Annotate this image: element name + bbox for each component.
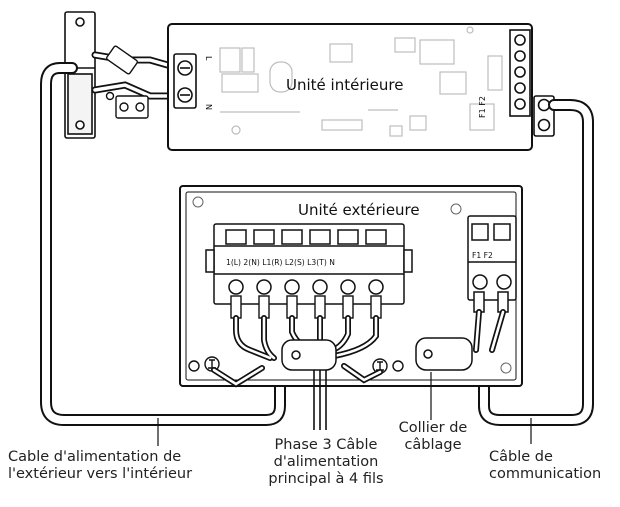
ground-screw-right <box>372 358 404 374</box>
indoor-breaker-wires <box>91 51 182 100</box>
outdoor-unit-title: Unité extérieure <box>298 201 420 219</box>
outdoor-unit-panel: Unité extérieure 1(L) 2(N) L1(R) L2( <box>179 185 523 388</box>
indoor-terminal-block <box>173 53 197 109</box>
indoor-breaker <box>64 11 96 139</box>
cable-clamp-callout: Collier de câblage <box>398 420 468 453</box>
ground-wires <box>211 363 383 388</box>
indoor-comm-label: F1 F2 <box>478 96 487 118</box>
indoor-terminal-l-label: L <box>204 56 213 61</box>
indoor-wire-connector <box>105 45 149 119</box>
indoor-terminal-n-label: N <box>204 104 213 110</box>
outdoor-comm-terminals-label: F1 F2 <box>472 251 493 260</box>
indoor-unit-title: Unité intérieure <box>286 76 403 94</box>
power-cable-indoor-outdoor <box>40 62 286 426</box>
power-cable-callout: Cable d'alimentation de l'extérieur vers… <box>8 449 193 482</box>
communication-cable-loop <box>478 99 594 426</box>
callout-leaders <box>157 372 532 446</box>
main-power-callout: Phase 3 Câble d'alimentation principal à… <box>268 437 384 487</box>
outdoor-power-lugs <box>230 295 382 319</box>
power-cable-clamp <box>281 339 337 371</box>
outdoor-comm-terminal-block <box>467 215 517 313</box>
main-power-cable <box>313 370 327 430</box>
indoor-unit-board: L N F1 F2 Unité intérieure <box>167 23 555 151</box>
comm-cable-clamp <box>415 337 473 371</box>
comm-cable-callout: Câble de communication <box>489 449 602 482</box>
outdoor-power-terminal-block <box>205 223 413 305</box>
outdoor-power-terminals-label: 1(L) 2(N) L1(R) L2(S) L3(T) N <box>226 258 335 267</box>
outdoor-comm-wires <box>473 309 506 353</box>
